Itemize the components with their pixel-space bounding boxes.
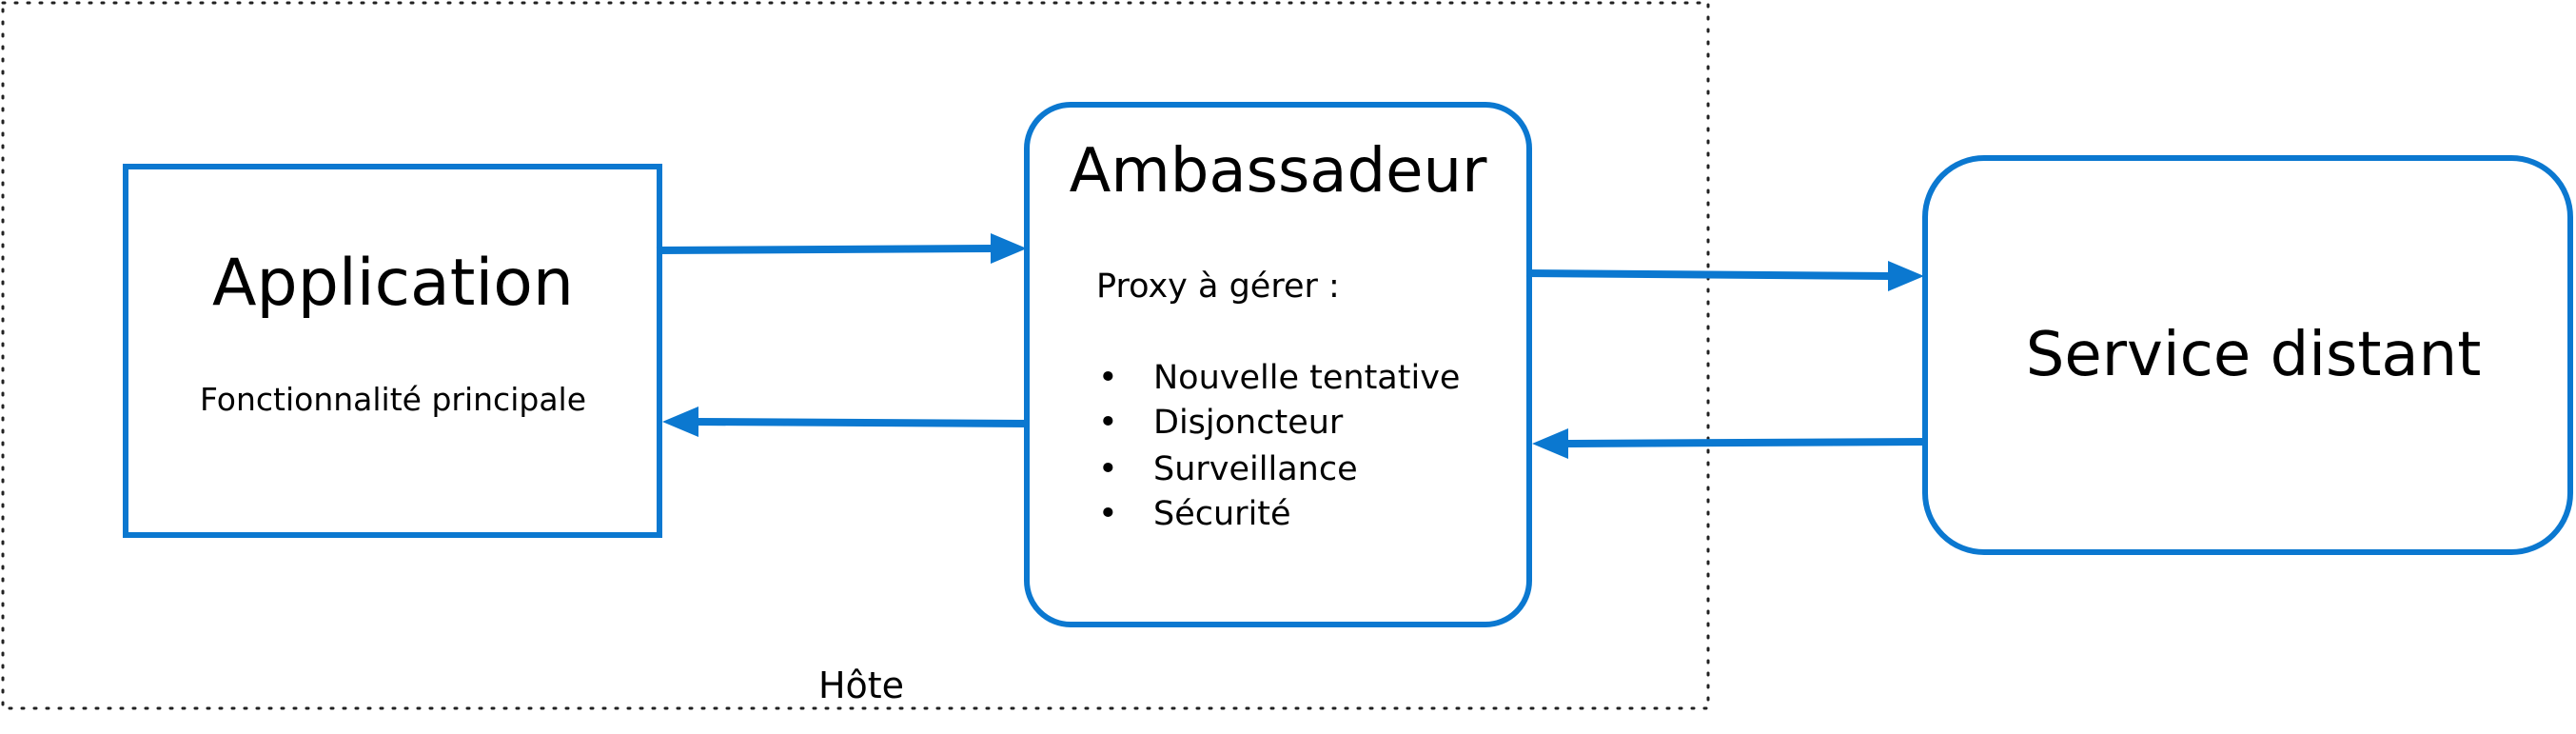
application-title: Application [212,246,574,321]
list-item: • Nouvelle tentative [1098,359,1460,397]
arrow-ambassador-to-application [662,407,1031,437]
list-item-label: Nouvelle tentative [1153,359,1460,397]
remote-service-node: Service distant [1922,155,2573,555]
list-bullet: • [1098,359,1118,397]
list-item: • Surveillance [1098,450,1358,488]
application-subtitle: Fonctionnalité principale [200,381,586,418]
ambassador-feature-list: • Nouvelle tentative • Disjoncteur • Sur… [1098,359,1460,533]
list-bullet: • [1098,404,1118,442]
list-item-label: Disjoncteur [1153,404,1344,442]
arrow-ambassador-to-remote-service [1525,261,1924,291]
application-node: Application Fonctionnalité principale [123,164,662,538]
ambassador-intro: Proxy à gérer : [1096,268,1340,306]
remote-service-title: Service distant [2026,320,2482,390]
arrow-remote-service-to-ambassador [1532,428,1927,459]
list-bullet: • [1098,450,1118,488]
list-item: • Disjoncteur [1098,404,1344,442]
host-boundary [1,1,1710,710]
ambassador-title: Ambassadeur [1070,136,1487,207]
list-bullet: • [1098,495,1118,533]
list-item-label: Sécurité [1153,495,1291,533]
ambassador-box [1024,102,1532,627]
ambassador-node: Ambassadeur Proxy à gérer : • Nouvelle t… [1024,102,1532,627]
host-label: Hôte [818,665,904,706]
remote-service-box [1922,155,2573,555]
list-item-label: Surveillance [1153,450,1358,488]
application-box [123,164,662,538]
list-item: • Sécurité [1098,495,1291,533]
arrow-application-to-ambassador [656,233,1027,264]
